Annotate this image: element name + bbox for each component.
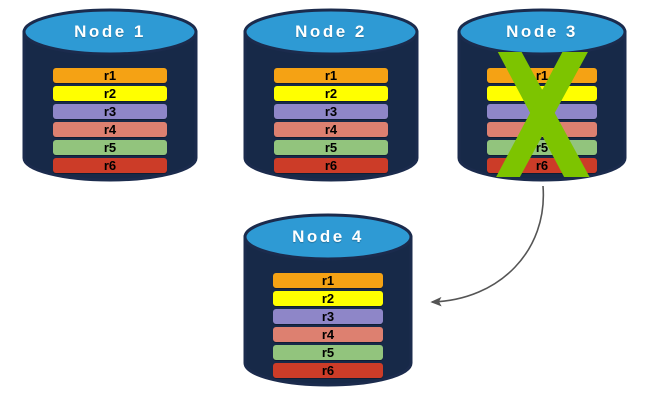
row-bar-r4[interactable]: r4 [274, 122, 388, 137]
node-row-list: r1 r2 r3 r4 r5 r6 [243, 68, 419, 173]
row-bar-r1[interactable]: r1 [273, 273, 383, 288]
row-bar-r3[interactable]: r3 [487, 104, 597, 119]
row-bar-r4[interactable]: r4 [273, 327, 383, 342]
cylinder-top-ellipse [243, 8, 419, 56]
row-bar-r3[interactable]: r3 [273, 309, 383, 324]
row-bar-r4[interactable]: r4 [53, 122, 167, 137]
row-bar-r5[interactable]: r5 [487, 140, 597, 155]
node-row-list: r1 r2 r3 r4 r5 r6 [457, 68, 627, 173]
row-bar-r6[interactable]: r6 [487, 158, 597, 173]
row-bar-r2[interactable]: r2 [487, 86, 597, 101]
row-bar-r1[interactable]: r1 [53, 68, 167, 83]
cylinder-top-ellipse [457, 8, 627, 56]
row-bar-r1[interactable]: r1 [274, 68, 388, 83]
row-bar-r6[interactable]: r6 [274, 158, 388, 173]
row-bar-r3[interactable]: r3 [53, 104, 167, 119]
row-bar-r5[interactable]: r5 [273, 345, 383, 360]
row-bar-r2[interactable]: r2 [273, 291, 383, 306]
row-bar-r5[interactable]: r5 [274, 140, 388, 155]
row-bar-r3[interactable]: r3 [274, 104, 388, 119]
row-bar-r2[interactable]: r2 [274, 86, 388, 101]
node-row-list: r1 r2 r3 r4 r5 r6 [243, 273, 413, 378]
node-row-list: r1 r2 r3 r4 r5 r6 [22, 68, 198, 173]
cylinder-top-ellipse [243, 213, 413, 261]
row-bar-r1[interactable]: r1 [487, 68, 597, 83]
row-bar-r6[interactable]: r6 [273, 363, 383, 378]
cylinder-top-ellipse [22, 8, 198, 56]
row-bar-r4[interactable]: r4 [487, 122, 597, 137]
row-bar-r2[interactable]: r2 [53, 86, 167, 101]
row-bar-r5[interactable]: r5 [53, 140, 167, 155]
row-bar-r6[interactable]: r6 [53, 158, 167, 173]
